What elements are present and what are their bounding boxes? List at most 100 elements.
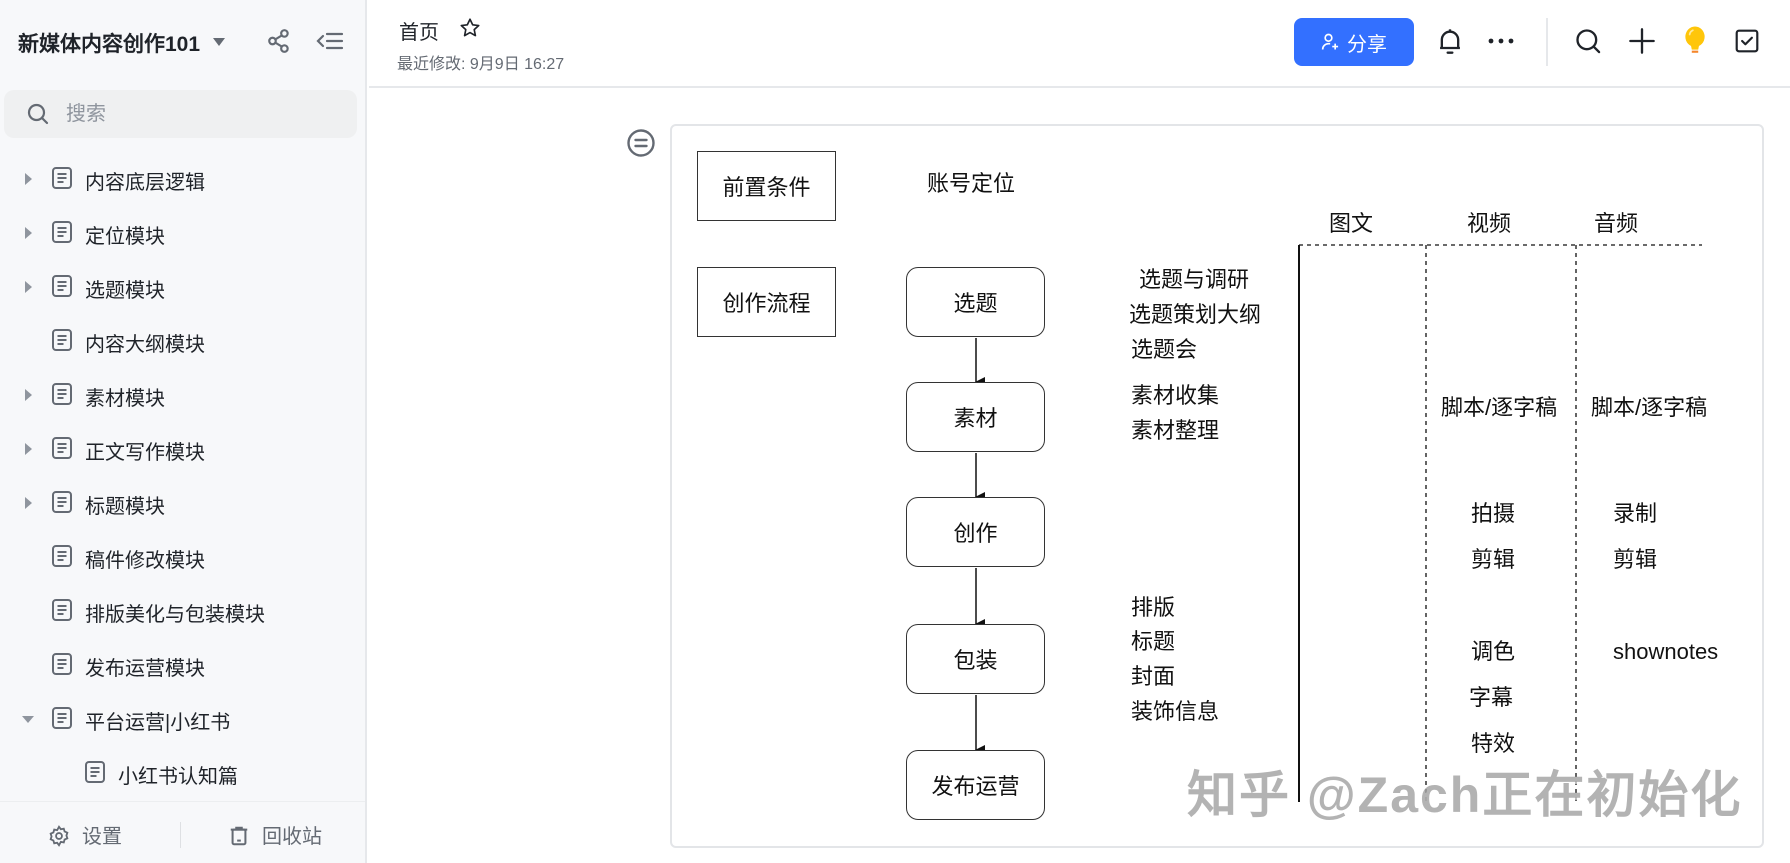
audio-edit: 剪辑 [1613,547,1658,572]
block-handle-icon[interactable] [626,128,656,163]
expand-arrow-icon[interactable] [25,227,32,239]
add-user-icon [1321,33,1339,50]
document-icon [51,274,73,303]
note-package-4: 装饰信息 [1131,699,1220,724]
sidebar-footer: 设置 回收站 [0,801,365,863]
search-input[interactable] [66,100,336,128]
bell-icon[interactable] [1435,26,1465,56]
tree-item[interactable]: 标题模块 [0,476,365,530]
tree-item[interactable]: 正文写作模块 [0,422,365,476]
note-material-2: 素材整理 [1131,418,1220,443]
doc-tree: 内容底层逻辑 定位模块 选题模块 内容大纲模块 素材模块 正文写作模块 标题模块… [0,152,365,800]
lightbulb-icon[interactable] [1680,26,1710,56]
tree-item-label: 小红书认知篇 [118,766,238,788]
share-label: 分享 [1347,33,1387,56]
note-package-3: 封面 [1131,664,1176,689]
flow-step-publish: 发布运营 [906,750,1045,820]
star-icon[interactable] [459,17,481,44]
document-icon [51,328,73,357]
note-topic-2: 选题策划大纲 [1129,302,1262,327]
document-icon [84,760,106,789]
header-divider [1546,18,1548,66]
tree-item-label: 标题模块 [85,496,165,518]
tree-item-label: 发布运营模块 [85,658,205,680]
search-icon [26,102,50,131]
note-package-1: 排版 [1131,595,1176,620]
share-button[interactable]: 分享 [1294,18,1414,66]
tree-item-label: 内容底层逻辑 [85,172,205,194]
search-icon[interactable] [1573,26,1603,56]
video-shoot: 拍摄 [1471,501,1516,526]
note-topic-1: 选题与调研 [1139,267,1250,292]
diagram-lines [975,244,1702,802]
tree-item-label: 素材模块 [85,388,165,410]
tree-item-label: 正文写作模块 [85,442,205,464]
process-box: 创作流程 [697,267,836,337]
more-icon[interactable] [1486,26,1516,56]
tree-item-label: 定位模块 [85,226,165,248]
video-script: 脚本/逐字稿 [1441,395,1558,420]
document-icon [51,166,73,195]
note-package-2: 标题 [1131,629,1176,654]
tree-item[interactable]: 平台运营|小红书 [0,692,365,746]
expand-arrow-icon[interactable] [25,389,32,401]
column-header-text-image: 图文 [1329,211,1374,236]
knowledge-base-title[interactable]: 新媒体内容创作101 [18,33,201,56]
flowchart-diagram[interactable]: 前置条件 创作流程 账号定位 选题 素材 创作 包装 发布运营 选题与调研 选题… [670,124,1764,848]
account-positioning-label: 账号定位 [927,171,1016,196]
share-network-icon[interactable] [266,28,292,54]
trash-icon [230,826,248,846]
search-box[interactable] [4,90,357,138]
document-icon [51,382,73,411]
trash-button[interactable]: 回收站 [228,820,322,849]
todo-checkbox-icon[interactable] [1732,26,1762,56]
tree-item[interactable]: 排版美化与包装模块 [0,584,365,638]
collapse-sidebar-icon[interactable] [316,28,344,54]
expand-arrow-icon[interactable] [25,497,32,509]
expand-arrow-icon[interactable] [25,281,32,293]
flow-step-create: 创作 [906,497,1045,567]
document-icon [51,544,73,573]
expand-arrow-icon[interactable] [25,173,32,185]
trash-label: 回收站 [262,826,322,848]
column-header-audio: 音频 [1594,211,1639,236]
settings-button[interactable]: 设置 [48,820,122,849]
page-title: 首页 [399,22,439,44]
document-icon [51,490,73,519]
tree-item[interactable]: 定位模块 [0,206,365,260]
tree-item[interactable]: 发布运营模块 [0,638,365,692]
plus-icon[interactable] [1627,26,1657,56]
last-modified: 最近修改: 9月9日 16:27 [397,56,565,73]
video-color: 调色 [1471,639,1516,664]
settings-label: 设置 [82,826,122,848]
tree-item-label: 稿件修改模块 [85,550,205,572]
tree-item[interactable]: 内容大纲模块 [0,314,365,368]
tree-item-label: 平台运营|小红书 [85,712,231,734]
tree-item-label: 选题模块 [85,280,165,302]
tree-item[interactable]: 素材模块 [0,368,365,422]
prereq-box: 前置条件 [697,151,836,221]
tree-item-label: 内容大纲模块 [85,334,205,356]
tree-item[interactable]: 小红书认知篇 [0,746,365,800]
tree-item-label: 排版美化与包装模块 [85,604,265,626]
sidebar-header: 新媒体内容创作101 [0,0,365,86]
collapse-arrow-icon[interactable] [22,716,34,723]
chevron-down-icon[interactable] [213,38,225,46]
video-subtitles: 字幕 [1469,685,1514,710]
doc-header: 首页 最近修改: 9月9日 16:27 分享 [369,0,1790,88]
footer-divider [180,822,181,848]
tree-item[interactable]: 选题模块 [0,260,365,314]
flow-step-topic: 选题 [906,267,1045,337]
tree-item[interactable]: 内容底层逻辑 [0,152,365,206]
audio-shownotes: shownotes [1613,639,1719,664]
expand-arrow-icon[interactable] [25,443,32,455]
audio-record: 录制 [1613,501,1658,526]
column-header-video: 视频 [1467,211,1512,236]
note-material-1: 素材收集 [1131,383,1220,408]
video-edit: 剪辑 [1471,547,1516,572]
tree-item[interactable]: 稿件修改模块 [0,530,365,584]
document-icon [51,436,73,465]
flow-step-package: 包装 [906,624,1045,694]
document-icon [51,598,73,627]
document-icon [51,220,73,249]
